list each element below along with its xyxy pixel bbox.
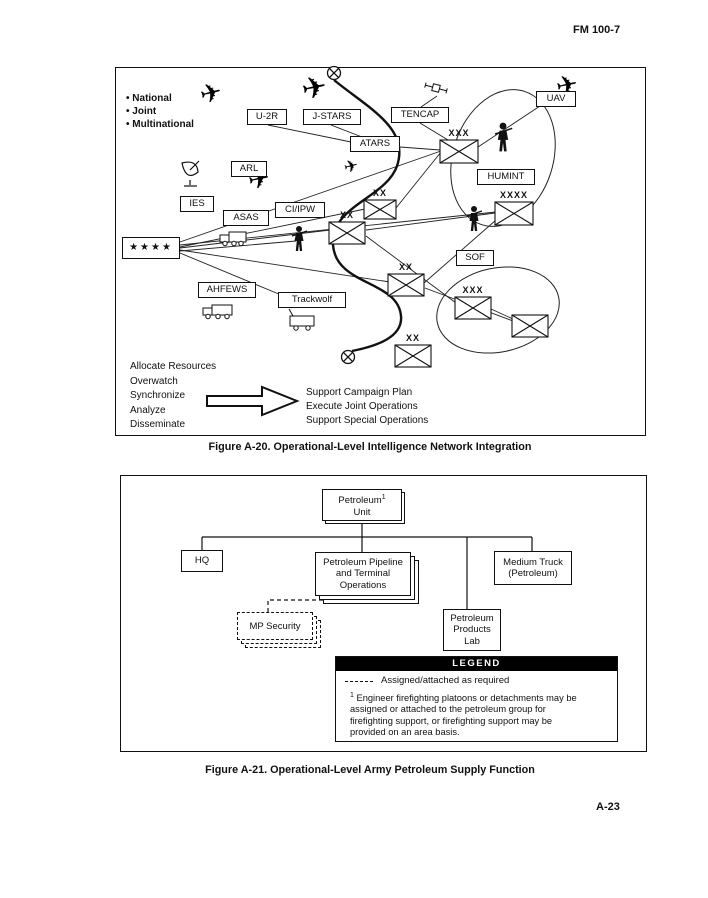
bullet-item: • National [126, 93, 172, 104]
legend-box: LEGEND Assigned/attached as required 1 E… [335, 656, 618, 742]
echelon-label: XX [339, 210, 354, 220]
page-number: A-23 [596, 801, 620, 813]
label-asas: ASAS [223, 210, 269, 226]
label-ciipw: CI/IPW [275, 202, 325, 218]
echelon-label: XX [405, 333, 420, 343]
bullet-item: • Multinational [126, 119, 194, 130]
label-ahfews: AHFEWS [198, 282, 256, 298]
petroleum-unit-box: Petroleum1 Unit [322, 489, 402, 521]
process-item: Disseminate [130, 419, 186, 430]
echelon-label: XXX [462, 285, 484, 295]
scope-bullet-list: • National • Joint • Multinational [126, 92, 194, 131]
label-jstars: J-STARS [303, 109, 361, 125]
bullet-item: • Joint [126, 106, 157, 117]
process-item: Overwatch [130, 375, 178, 387]
figure-a21-caption: Figure A-21. Operational-Level Army Petr… [205, 764, 535, 776]
mp-security-box: MP Security [237, 612, 313, 640]
petroleum-unit-text: Petroleum [338, 495, 382, 507]
echelon-label: XXXX [499, 190, 528, 200]
pipeline-box: Petroleum Pipeline and Terminal Operatio… [315, 552, 411, 596]
outcome-list: Support Campaign Plan Execute Joint Oper… [306, 386, 428, 428]
outcome-item: Support Special Operations [306, 415, 429, 426]
process-item: Synchronize [130, 390, 186, 401]
doc-reference: FM 100-7 [573, 24, 621, 36]
legend-footnote: 1 Engineer firefighting platoons or deta… [350, 690, 612, 738]
echelon-label: XX [398, 262, 413, 272]
process-list: Allocate Resources Overwatch Synchronize… [130, 360, 216, 433]
label-trackwolf: Trackwolf [278, 292, 346, 308]
label-uav: UAV [536, 91, 576, 107]
echelon-label: XX [372, 188, 387, 198]
outcome-item: Execute Joint Operations [306, 401, 418, 412]
label-ies: IES [180, 196, 214, 212]
petroleum-unit-line1: Petroleum1 [323, 492, 401, 507]
legend-assigned-text: Assigned/attached as required [381, 675, 510, 686]
legend-title: LEGEND [336, 657, 617, 671]
petroleum-unit-line2: Unit [353, 506, 371, 518]
label-atars: ATARS [350, 136, 400, 152]
process-item: Analyze [130, 404, 166, 416]
echelon-label: XXX [448, 128, 470, 138]
footnote-ref: 1 [350, 692, 354, 699]
label-tencap: TENCAP [391, 107, 449, 123]
process-item: Allocate Resources [130, 361, 217, 372]
footnote-text: Engineer firefighting platoons or detach… [350, 693, 577, 737]
label-arl: ARL [231, 161, 267, 177]
dashed-line-sample [345, 681, 373, 682]
label-humint: HUMINT [477, 169, 535, 185]
hq-box: HQ [181, 550, 223, 572]
four-star-command-box: ★★★★ [122, 237, 180, 259]
outcome-item: Support Campaign Plan [306, 387, 413, 398]
label-u2r: U-2R [247, 109, 287, 125]
footnote-ref: 1 [381, 493, 386, 501]
label-sof: SOF [456, 250, 494, 266]
products-lab-box: Petroleum Products Lab [443, 609, 501, 651]
figure-a20-caption: Figure A-20. Operational-Level Intellige… [208, 441, 532, 453]
medium-truck-box: Medium Truck (Petroleum) [494, 551, 572, 585]
